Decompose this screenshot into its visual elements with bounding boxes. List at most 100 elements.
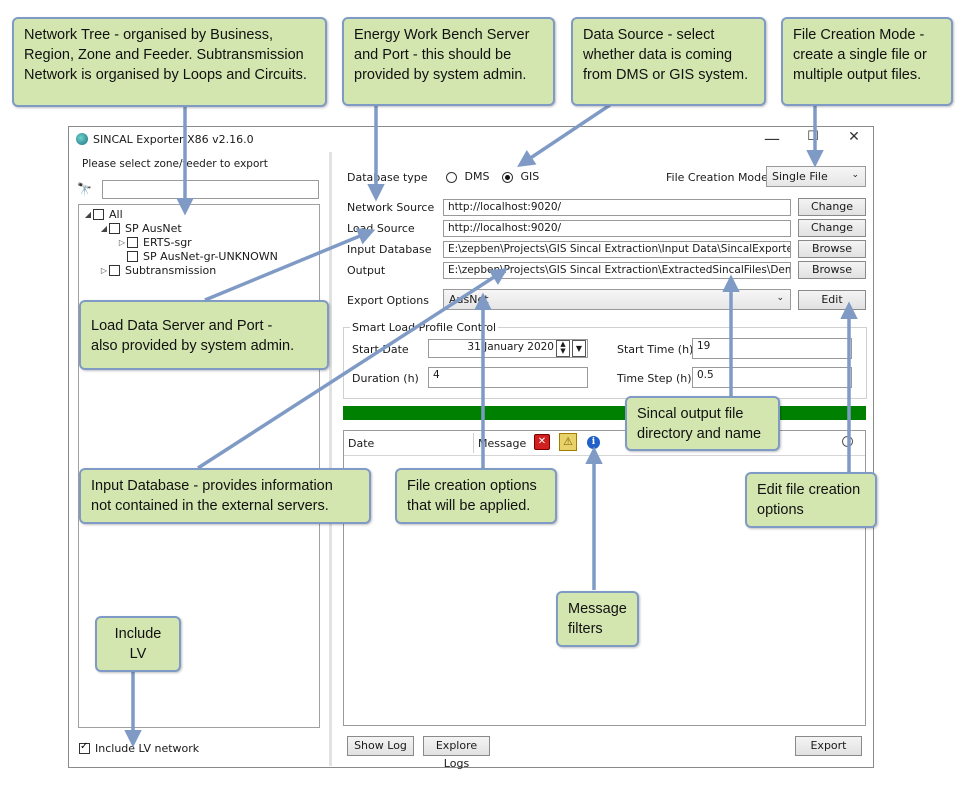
callout-line: filters [568,621,603,637]
callout-energy-work-bench: Energy Work Bench Server and Port - this… [342,17,555,106]
duration-label: Duration (h) [352,372,419,385]
tree-label: ERTS-sgr [143,235,192,249]
output-browse-button[interactable]: Browse [798,261,866,279]
tree-node-erts-sgr[interactable]: ▷ ERTS-sgr [117,235,192,249]
export-options-value: AusNet [449,293,489,306]
tree-node-sp-ausnet-unknown[interactable]: SP AusNet-gr-UNKNOWN [127,249,278,263]
load-source-label: Load Source [347,222,415,235]
input-database-browse-button[interactable]: Browse [798,240,866,258]
error-filter-icon[interactable]: ✕ [534,434,550,450]
time-step-input[interactable]: 0.5 [692,367,852,388]
include-lv-checkbox[interactable] [79,741,90,754]
callout-line: Network Tree - organised by Business, [24,27,274,43]
collapse-arrow-icon[interactable]: ▷ [100,265,108,275]
column-chooser-icon[interactable] [842,436,853,447]
duration-input[interactable]: 4 [428,367,588,388]
include-lv-label: Include LV network [95,741,200,755]
export-options-label: Export Options [347,294,429,307]
network-source-input[interactable]: http://localhost:9020/ [443,199,791,216]
radio-dms-button[interactable] [446,171,457,183]
tree-checkbox[interactable] [93,208,104,220]
callout-line: provided by system admin. [354,67,527,83]
warning-filter-icon[interactable]: ⚠ [559,433,577,451]
callout-line: Network is organised by Loops and Circui… [24,67,307,83]
include-lv-checkbox-row[interactable]: Include LV network [79,741,199,755]
callout-network-tree: Network Tree - organised by Business, Re… [12,17,327,107]
callout-line: Message [568,601,627,617]
start-date-label: Start Date [352,343,409,356]
column-divider[interactable] [473,433,474,453]
collapse-arrow-icon[interactable]: ▷ [118,237,126,247]
file-creation-mode-value: Single File [772,170,828,183]
export-button[interactable]: Export [795,736,862,756]
log-column-message[interactable]: Message [478,437,527,450]
radio-dms-label: DMS [464,170,490,183]
radio-gis-button[interactable] [502,171,513,183]
callout-input-database: Input Database - provides information no… [79,468,371,524]
tree-checkbox[interactable] [127,236,138,248]
explore-logs-button[interactable]: Explore Logs [423,736,490,770]
radio-dms[interactable]: DMS [446,170,489,183]
callout-message-filters: Message filters [556,591,639,647]
tree-node-all[interactable]: ◢ All [83,207,123,221]
tree-search-input[interactable] [102,180,319,199]
file-creation-mode-select[interactable]: Single File ⌄ [766,166,866,187]
radio-gis-label: GIS [520,170,540,183]
callout-line: LV [129,646,147,662]
file-creation-mode-label: File Creation Mode [666,171,768,184]
progress-bar [343,406,866,420]
export-options-select[interactable]: AusNet ⌄ [443,289,791,310]
minimize-button[interactable]: — [764,129,780,148]
load-source-change-button[interactable]: Change [798,219,866,237]
callout-line: multiple output files. [793,67,922,83]
callout-line: Input Database - provides information [91,478,333,494]
start-date-value: 31 January 2020 [467,341,554,353]
expand-arrow-icon[interactable]: ◢ [100,223,108,233]
tree-checkbox[interactable] [127,250,138,262]
tree-node-sp-ausnet[interactable]: ◢ SP AusNet [99,221,182,235]
close-button[interactable]: ✕ [848,129,860,145]
date-spinner-icon[interactable]: ▲▼ [556,340,570,357]
start-time-label: Start Time (h) [617,343,694,356]
tree-node-subtransmission[interactable]: ▷ Subtransmission [99,263,216,277]
output-label: Output [347,264,386,277]
panel-splitter[interactable] [329,152,332,766]
output-input[interactable]: E:\zepben\Projects\GIS Sincal Extraction… [443,262,791,279]
tree-label: Subtransmission [125,263,217,277]
input-database-input[interactable]: E:\zepben\Projects\GIS Sincal Extraction… [443,241,791,258]
callout-line: File creation options [407,478,537,494]
tree-checkbox[interactable] [109,264,120,276]
callout-line: Load Data Server and Port - [91,318,273,334]
input-database-label: Input Database [347,243,432,256]
database-type-label: Database type [347,171,428,184]
smart-load-title: Smart Load Profile Control [350,321,499,334]
maximize-button[interactable]: ☐ [807,129,819,144]
log-column-date[interactable]: Date [348,437,375,450]
callout-line: Energy Work Bench Server [354,27,530,43]
start-time-input[interactable]: 19 [692,338,852,359]
tree-label: SP AusNet-gr-UNKNOWN [143,249,278,263]
calendar-dropdown-icon[interactable]: ▼ [572,340,586,357]
callout-line: Include [114,626,162,642]
load-source-input[interactable]: http://localhost:9020/ [443,220,791,237]
radio-gis[interactable]: GIS [502,170,539,183]
network-source-change-button[interactable]: Change [798,198,866,216]
callout-line: Edit file creation [757,482,861,498]
callout-load-data-server: Load Data Server and Port - also provide… [79,300,329,370]
callout-line: directory and name [637,426,762,442]
chevron-down-icon: ⌄ [776,293,784,303]
time-step-label: Time Step (h) [617,372,692,385]
info-filter-icon[interactable]: i [587,436,600,449]
tree-checkbox[interactable] [109,222,120,234]
progress-bar-fill [343,406,866,420]
callout-line: also provided by system admin. [91,338,295,354]
callout-line: and Port - this should be [354,47,512,63]
app-icon [76,133,88,145]
window-title: SINCAL Exporter X86 v2.16.0 [93,133,254,146]
expand-arrow-icon[interactable]: ◢ [84,209,92,219]
callout-line: Region, Zone and Feeder. Subtransmission [24,47,304,63]
edit-options-button[interactable]: Edit [798,290,866,310]
callout-include-lv: Include LV [95,616,181,672]
show-log-button[interactable]: Show Log [347,736,414,756]
tree-label: All [109,207,123,221]
